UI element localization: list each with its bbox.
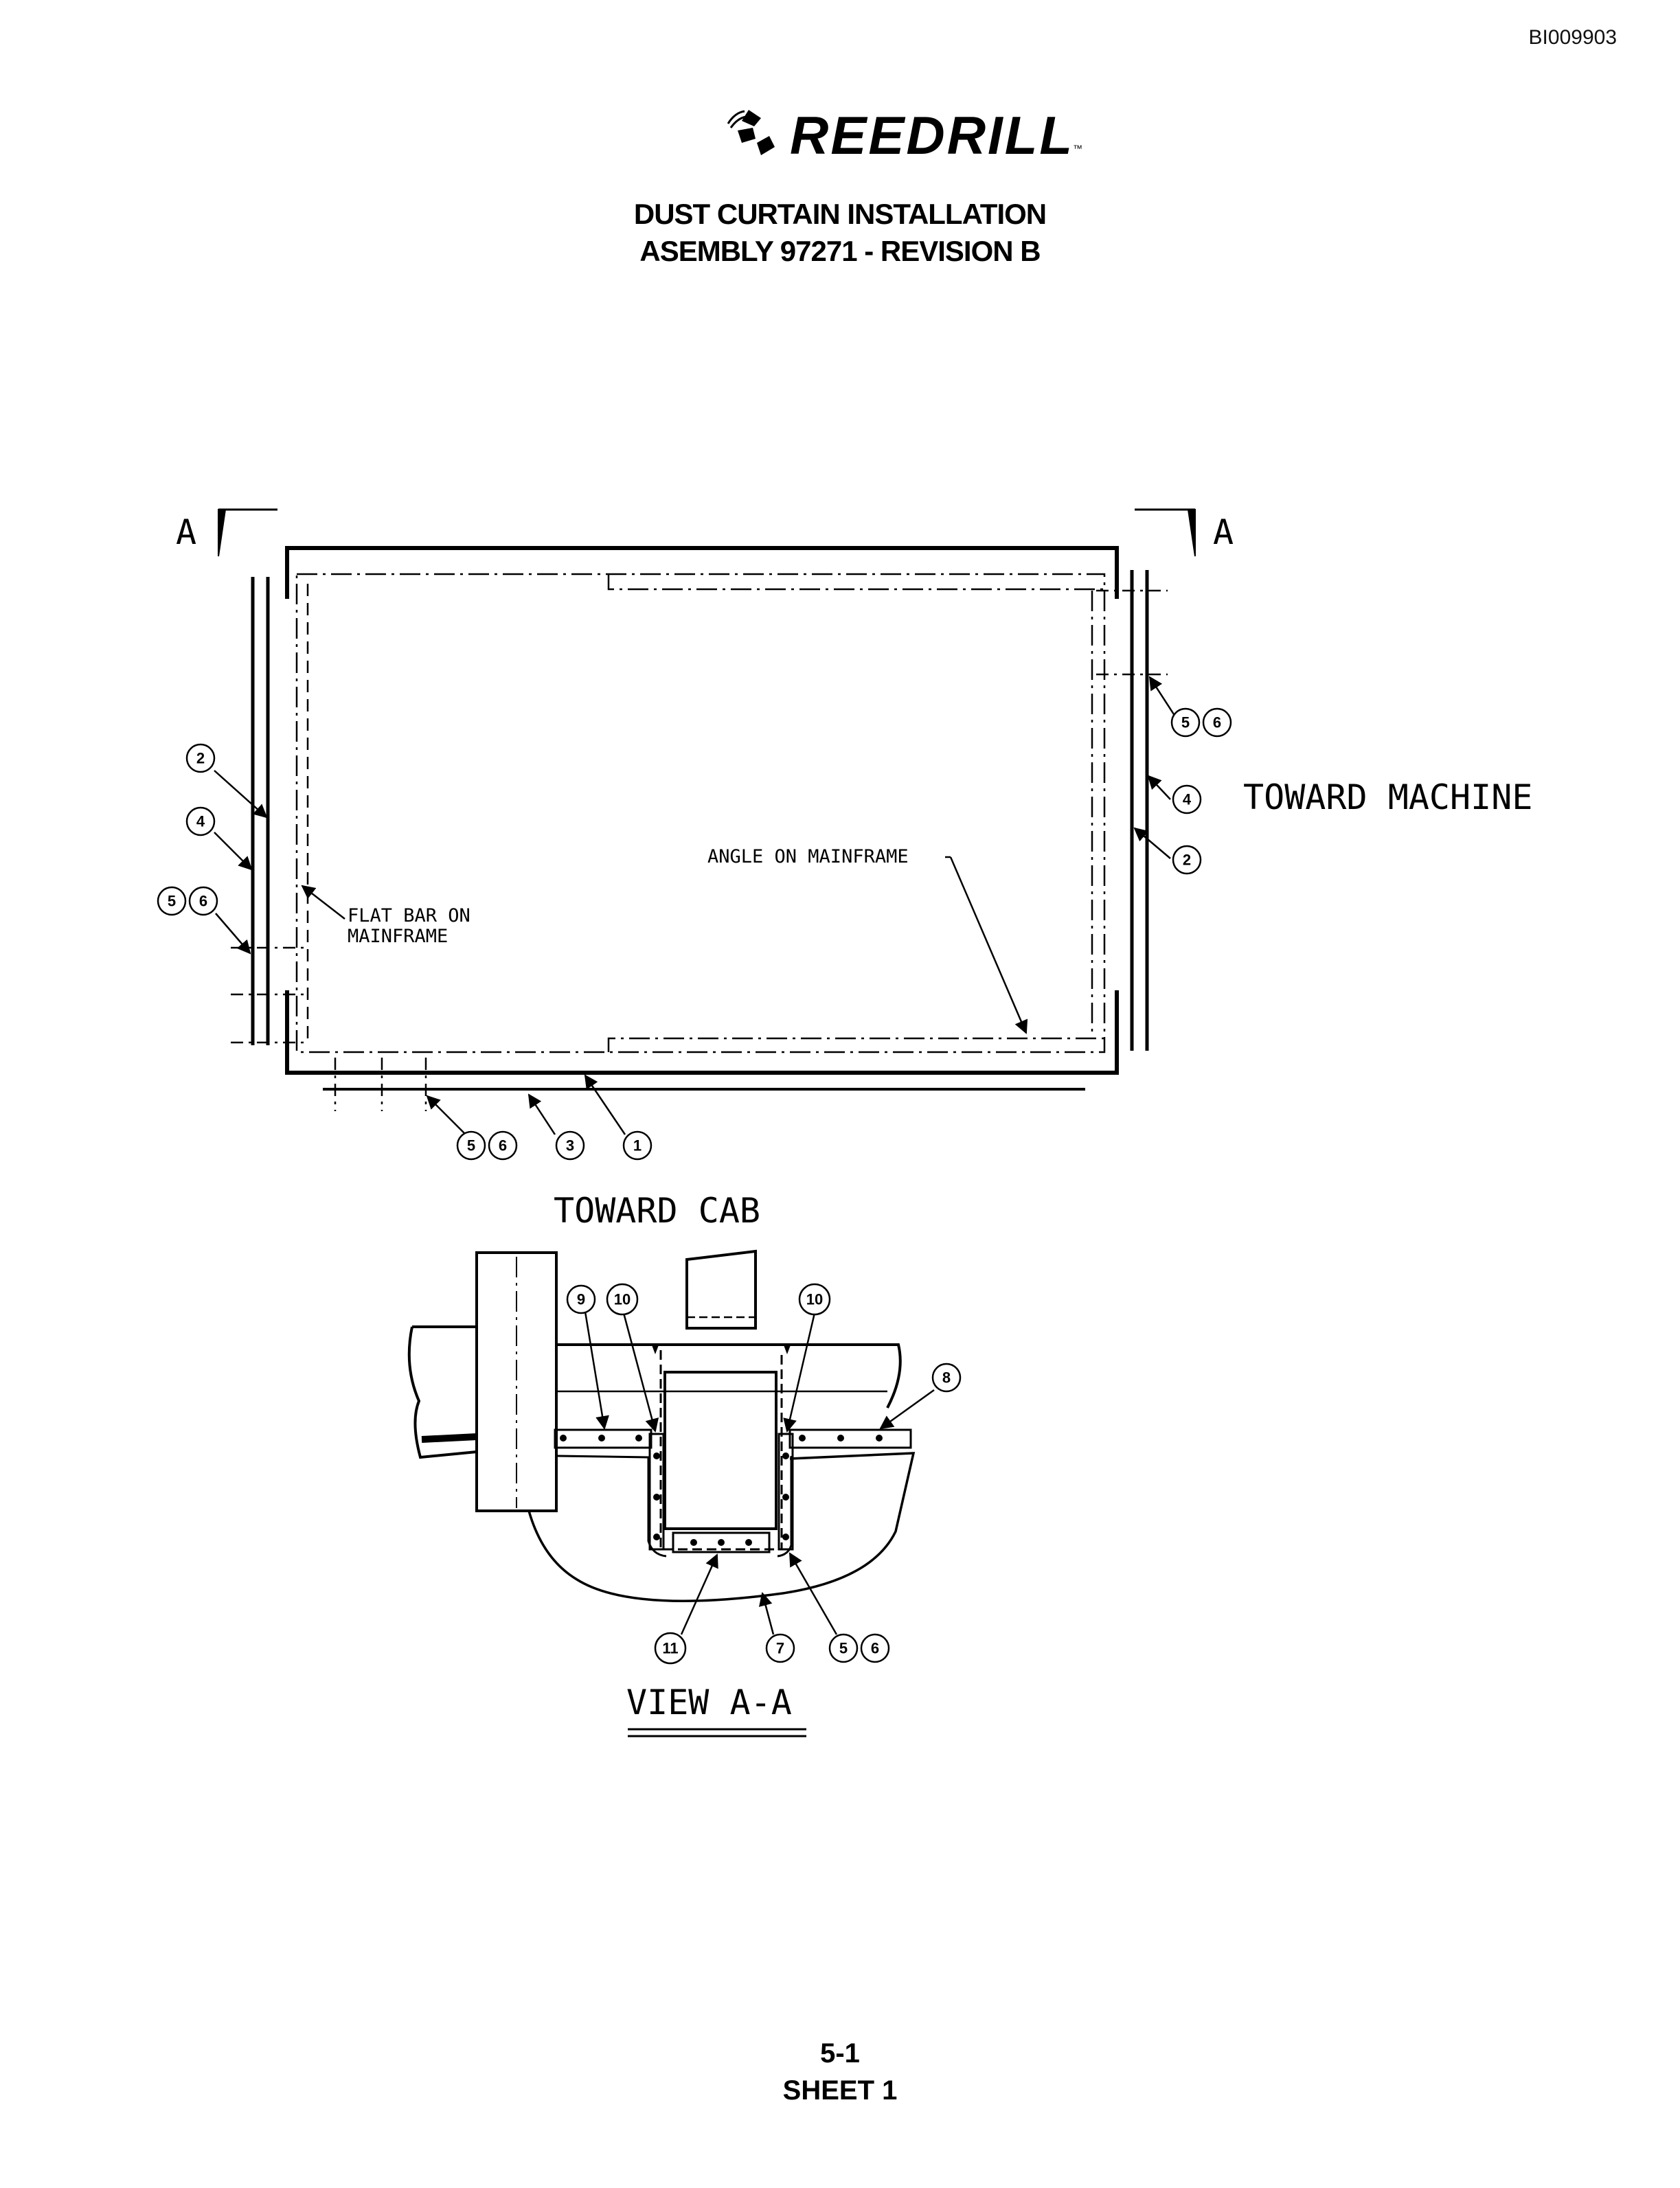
flat-bar-label-line2: MAINFRAME [348,926,448,947]
section-marker-right [1135,508,1196,557]
callout-section-10a: 10 [614,1291,631,1308]
callout-right-4: 4 [1183,791,1192,808]
callout-right-5: 5 [1181,714,1190,731]
section-view [407,1249,935,1737]
callout-section-6: 6 [871,1640,879,1657]
callout-section-8: 8 [942,1369,951,1387]
toward-cab-label: TOWARD CAB [554,1191,760,1231]
curtain-frame-bottom [285,990,1119,1075]
sheet-number: SHEET 1 [782,2075,898,2106]
plan-view: A A [157,508,1532,1231]
callout-bottom-5: 5 [467,1137,475,1154]
reedrill-logo: REEDRILL ™ [721,103,1082,166]
callout-right-2: 2 [1183,852,1191,869]
callout-bottom-6: 6 [499,1137,507,1154]
section-a-left: A [176,512,196,552]
section-a-right: A [1213,512,1234,552]
callout-section-9: 9 [577,1291,585,1308]
flat-bar-label-line1: FLAT BAR ON [348,905,470,926]
angle-on-mainframe-label: ANGLE ON MAINFRAME [707,846,909,867]
drawing-title: DUST CURTAIN INSTALLATION [633,198,1047,230]
callout-section-11: 11 [662,1640,678,1657]
callout-section-7: 7 [776,1640,784,1657]
logo-trademark: ™ [1073,143,1082,154]
callout-bottom-3: 3 [566,1137,574,1154]
section-marker-left [218,508,277,557]
callout-left-6: 6 [199,893,207,910]
callout-left-4: 4 [196,813,205,830]
callout-section-10b: 10 [806,1291,823,1308]
toward-machine-label: TOWARD MACHINE [1243,777,1532,817]
callout-right-6: 6 [1213,714,1221,731]
drill-bit-logo-icon [727,110,775,155]
callout-left-2: 2 [196,750,205,767]
callout-section-5: 5 [839,1640,848,1657]
curtain-frame [285,546,1119,599]
drawing-subtitle: ASEMBLY 97271 - REVISION B [639,235,1041,267]
logo-wordmark: REEDRILL [790,105,1074,166]
page-number: 5-1 [820,2038,860,2069]
document-id: BI009903 [1528,26,1617,49]
callout-bottom-1: 1 [633,1137,642,1154]
callout-left-5: 5 [168,893,176,910]
view-a-a-label: VIEW A-A [626,1683,792,1722]
